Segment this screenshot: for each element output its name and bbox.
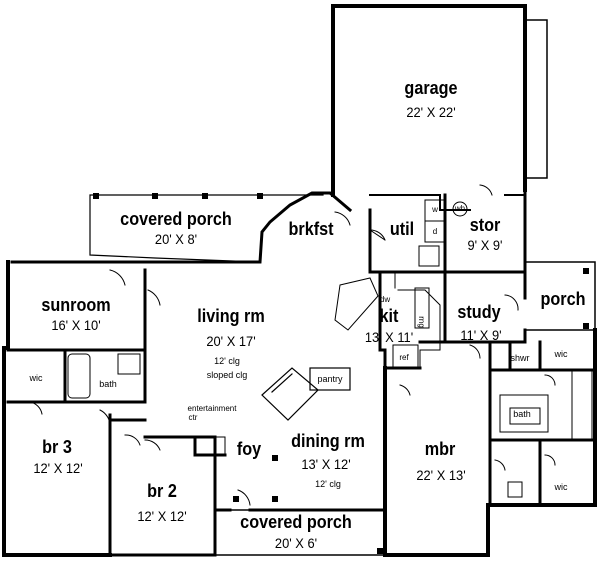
dw-label: dw [379,295,391,304]
rng-label: rng [417,316,426,328]
mbr-walls [383,328,597,557]
entertainment-label: entertainment [187,404,237,413]
water-heater [452,201,468,217]
living-rm-dims: 20' X 17' [206,333,256,349]
toilet [507,481,523,498]
br2-dims: 12' X 12' [137,508,187,524]
water-heater-label: wh [454,204,466,213]
entertainment-center [194,436,226,456]
lavatory [117,353,141,375]
study-label: study [457,302,501,322]
br3-label: br 3 [42,437,72,457]
bathtub [67,353,91,399]
refrigerator [392,344,419,368]
door-swings [29,184,556,506]
porch-posts [93,193,589,554]
front-porch-dims: 20' X 6' [274,535,318,551]
brkfst-bay [10,191,353,264]
garage-rear-wall [369,194,526,211]
mbr-bath-walls [488,340,597,507]
entertainment-ctr-label: ctr [188,413,198,422]
living-rm-ceiling-note: 12' clg [214,356,240,366]
washer-dryer [424,199,446,243]
wic-mbr-top-label: wic [554,349,568,359]
sunroom-dims: 16' X 10' [51,317,101,333]
garage-dims: 22' X 22' [406,104,456,120]
rear-porch-dims: 20' X 8' [154,231,198,247]
kit-label: kit [379,306,399,326]
garage-walls [331,4,527,197]
study-walls [418,270,527,344]
pantry-label: pantry [317,374,343,384]
dining-rm-label: dining rm [291,431,365,451]
rear-porch-label: covered porch [120,209,232,229]
dining-rm-ceiling-note: 12' clg [315,479,341,489]
kitchen-island [334,277,379,331]
sunroom-label: sunroom [41,295,111,315]
living-rm-label: living rm [197,306,265,326]
bath-walls [6,348,147,404]
stor-label: stor [469,215,501,235]
pantry-walls [309,367,351,391]
mbr-tub [499,394,549,433]
utility-sink [418,245,440,267]
dining-rm-dims: 13' X 12' [301,456,351,472]
wic-br3-label: wic [29,373,43,383]
kit-dims: 13' X 11' [364,329,414,345]
kitchen-walls [378,270,422,370]
garage-door [524,19,548,179]
kitchen-counter [379,271,441,369]
mbr-vanity [571,369,593,441]
util-label: util [389,219,415,239]
br2-label: br 2 [147,481,177,501]
brkfst-label: brkfst [288,219,334,239]
mbr-dims: 22' X 13' [416,467,466,483]
bath-mbr-label: bath [513,409,531,419]
foy-label: foy [236,439,262,459]
front-porch-label: covered porch [240,512,352,532]
garage-label: garage [404,78,458,98]
wic-mbr-bottom-label: wic [554,482,568,492]
west-exterior-wall [2,260,112,557]
shwr-label: shwr [510,353,530,363]
mbr-label: mbr [424,439,456,459]
br3-dims: 12' X 12' [33,460,83,476]
study-dims: 11' X 9' [460,327,502,343]
side-porch [524,261,596,331]
washer-label: w [432,205,438,214]
bath-br3-label: bath [99,379,117,389]
br3-walls [108,413,147,557]
porch-label: porch [540,289,586,309]
dryer-label: d [432,227,438,236]
stor-dims: 9' X 9' [467,237,503,253]
living-rm-sloped-note: sloped clg [206,370,248,380]
ref-label: ref [399,353,409,362]
range [414,287,430,329]
